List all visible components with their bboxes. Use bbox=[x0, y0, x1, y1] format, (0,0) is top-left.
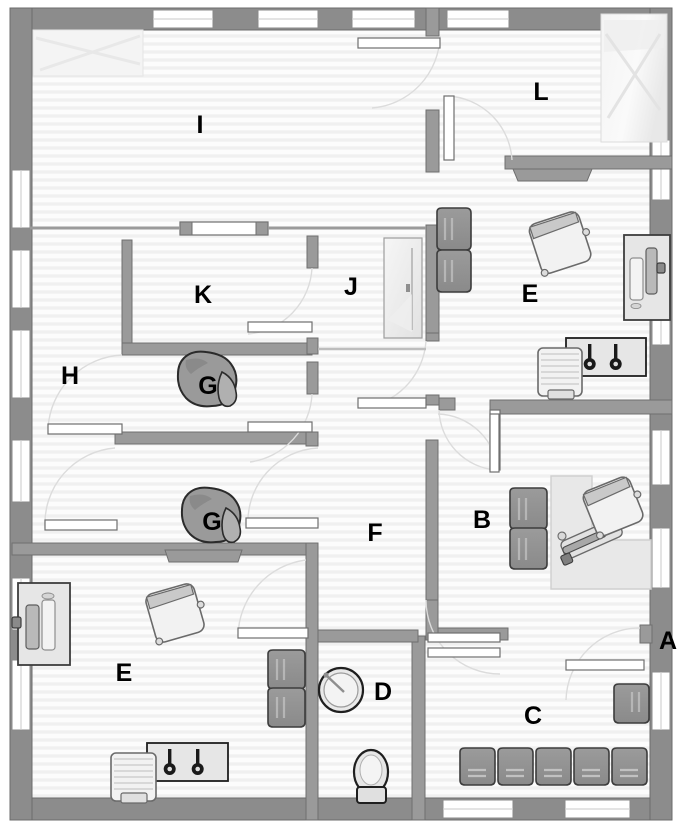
bed bbox=[600, 13, 668, 143]
door-e-lower bbox=[237, 559, 309, 639]
room-label-h: H bbox=[61, 362, 79, 390]
seat-d-upper bbox=[267, 649, 306, 690]
round-sink-d bbox=[317, 666, 365, 714]
window-left-2 bbox=[11, 249, 31, 309]
windows bbox=[11, 9, 671, 819]
window-right-3 bbox=[651, 429, 671, 486]
window-bottom-2 bbox=[564, 799, 631, 819]
room-label-c: C bbox=[524, 702, 542, 730]
door-g-lower-right bbox=[245, 447, 319, 529]
window-right-5 bbox=[651, 671, 671, 731]
doors bbox=[30, 35, 645, 701]
window-left-3 bbox=[11, 329, 31, 399]
toilet-unit-e-upper bbox=[537, 347, 583, 400]
toilet-d bbox=[352, 748, 390, 804]
window-bottom-1 bbox=[442, 799, 514, 819]
window-right-1 bbox=[651, 139, 671, 201]
sink-left-e-upper bbox=[583, 344, 596, 370]
door-b-top bbox=[437, 413, 500, 473]
room-label-j: J bbox=[344, 273, 358, 301]
room-label-e-lower: E bbox=[116, 659, 133, 687]
mat-e-lower bbox=[164, 549, 243, 563]
room-label-a: A bbox=[659, 627, 677, 655]
room-label-d: D bbox=[374, 678, 392, 706]
chair-row-item bbox=[573, 747, 610, 786]
interior-walls bbox=[11, 7, 673, 821]
window-right-4 bbox=[651, 527, 671, 589]
table-and-chair-e-lower bbox=[145, 583, 205, 646]
bathtub-e-upper bbox=[623, 234, 671, 321]
toilet-unit-e-lower bbox=[110, 752, 157, 804]
sink-left-e-lower bbox=[163, 749, 176, 775]
window-left-1 bbox=[11, 169, 31, 229]
sofa-seat-lower bbox=[436, 249, 472, 293]
door-g-lower-left bbox=[44, 447, 118, 531]
seat-b-upper bbox=[509, 487, 548, 530]
armchair-g-lower bbox=[180, 486, 242, 544]
room-label-f: F bbox=[367, 519, 382, 547]
room-label-g-upper: G bbox=[198, 372, 217, 400]
room-label-k: K bbox=[194, 281, 212, 309]
room-label-g-lower: G bbox=[202, 508, 221, 536]
sink-right-e-upper bbox=[609, 344, 622, 370]
window-left-6 bbox=[11, 659, 31, 731]
room-label-i: I bbox=[197, 111, 204, 139]
chair-row-item bbox=[459, 747, 496, 786]
room-labels: I L K J E H G G F B E D C A bbox=[61, 78, 677, 730]
vanity-counter-e-lower bbox=[146, 742, 229, 782]
door-h-to-g bbox=[47, 354, 123, 435]
seat-d-lower bbox=[267, 687, 306, 728]
sink-right-e-lower bbox=[191, 749, 204, 775]
table-and-chair-e-upper bbox=[528, 211, 592, 277]
door-k-to-j bbox=[247, 267, 313, 335]
window-top-3 bbox=[351, 9, 416, 29]
door-g-upper bbox=[247, 393, 313, 463]
refrigerator bbox=[383, 237, 423, 339]
mat-room-l bbox=[512, 168, 593, 182]
door-a-entry bbox=[565, 627, 645, 701]
sofa-seat-upper bbox=[436, 207, 472, 251]
rug-room-i bbox=[32, 29, 144, 77]
armchair-g-upper bbox=[176, 350, 238, 408]
door-l-interior bbox=[443, 95, 513, 161]
single-seat-c bbox=[613, 683, 650, 724]
door-j-lower bbox=[357, 340, 427, 409]
chair-row-c bbox=[459, 747, 648, 786]
window-left-4 bbox=[11, 439, 31, 503]
bathtub-e-lower bbox=[11, 582, 71, 666]
office-chair-b bbox=[582, 476, 644, 540]
door-c-to-f bbox=[425, 599, 501, 675]
door-l-to-e bbox=[357, 35, 441, 109]
seat-b-lower bbox=[509, 527, 548, 570]
door-i-main bbox=[30, 221, 426, 236]
room-label-e-upper: E bbox=[522, 280, 539, 308]
chair-row-item bbox=[611, 747, 648, 786]
window-top-2 bbox=[257, 9, 319, 29]
room-label-b: B bbox=[473, 506, 491, 534]
room-label-l: L bbox=[533, 78, 548, 106]
chair-row-item bbox=[497, 747, 534, 786]
window-top-1 bbox=[152, 9, 214, 29]
window-top-4 bbox=[446, 9, 510, 29]
chair-row-item bbox=[535, 747, 572, 786]
desk-l-shaped-b bbox=[550, 475, 652, 590]
